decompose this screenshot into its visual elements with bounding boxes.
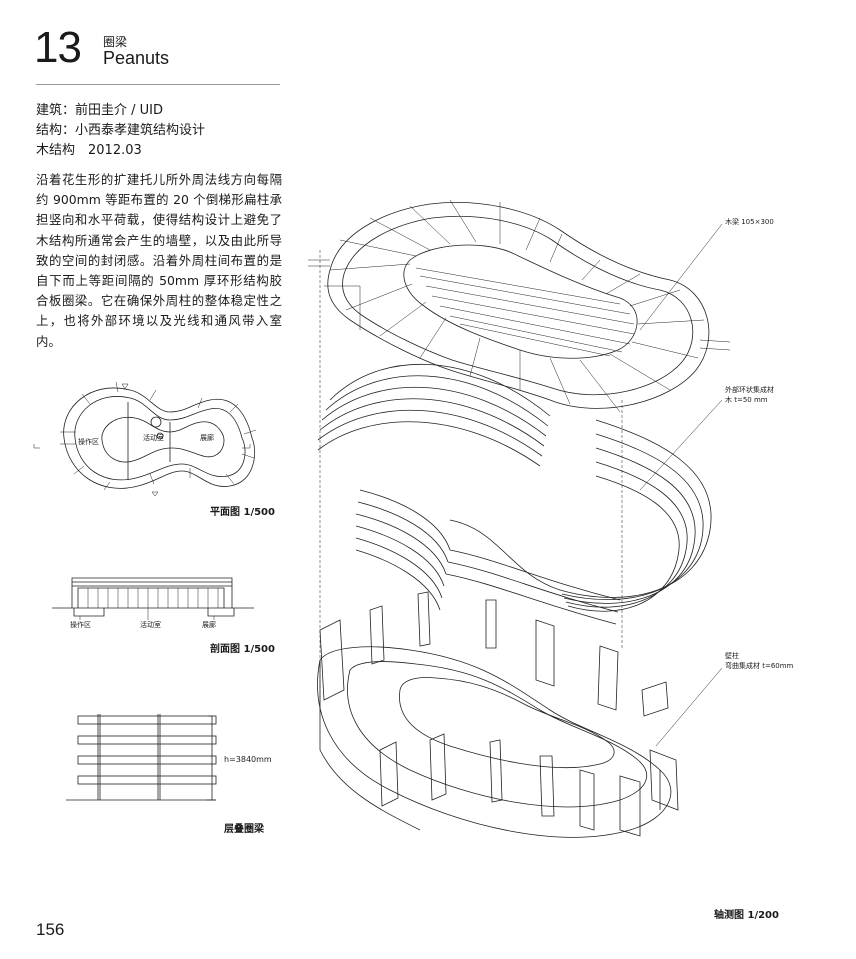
section-label-gallery: 展廊 bbox=[202, 620, 216, 629]
section-label-activity: 活动室 bbox=[140, 620, 161, 629]
height-label: h=3840mm bbox=[224, 755, 272, 764]
beam-annotation: 木梁 105×300 bbox=[725, 217, 774, 226]
column-annotation-line2: 弯曲集成材 t=60mm bbox=[725, 661, 794, 670]
section-caption: 剖面图 1/500 bbox=[210, 644, 275, 655]
plan-caption: 平面图 1/500 bbox=[210, 507, 275, 518]
credit-material-date: 木结构 2012.03 bbox=[36, 143, 142, 158]
plan-label-activity: 活动室 bbox=[143, 433, 164, 442]
plan-label-gallery: 展廊 bbox=[200, 433, 214, 442]
description-paragraph: 沿着花生形的扩建托儿所外周法线方向每隔约 900mm 等距布置的 20 个倒梯形… bbox=[36, 172, 282, 349]
stacked-caption: 层叠圈梁 bbox=[224, 824, 264, 835]
stacked-beam-diagram: h=3840mm bbox=[66, 714, 272, 801]
axonometric-drawing: 木梁 105×300 外部环状集成材 木 t=50 mm 壁柱 弯曲集成材 t=… bbox=[308, 199, 794, 838]
ring-annotation-line1: 外部环状集成材 bbox=[725, 385, 774, 394]
chapter-number: 13 bbox=[34, 23, 82, 72]
title-english: Peanuts bbox=[103, 48, 170, 68]
header-divider bbox=[36, 84, 280, 85]
plan-label-operation: 操作区 bbox=[78, 437, 99, 446]
section-drawing: 操作区 活动室 展廊 bbox=[52, 577, 254, 629]
plan-drawing: 操作区 活动室 展廊 bbox=[33, 381, 257, 497]
section-label-operation: 操作区 bbox=[70, 620, 91, 629]
credit-structure: 结构：小西泰孝建筑结构设计 bbox=[36, 123, 206, 138]
title-chinese: 圈梁 bbox=[103, 35, 128, 49]
column-annotation-line1: 壁柱 bbox=[725, 651, 739, 660]
credit-architect: 建筑：前田圭介 / UID bbox=[36, 103, 164, 118]
ring-annotation-line2: 木 t=50 mm bbox=[725, 395, 768, 404]
page-number: 156 bbox=[36, 920, 65, 939]
axon-caption: 轴测图 1/200 bbox=[714, 910, 779, 921]
